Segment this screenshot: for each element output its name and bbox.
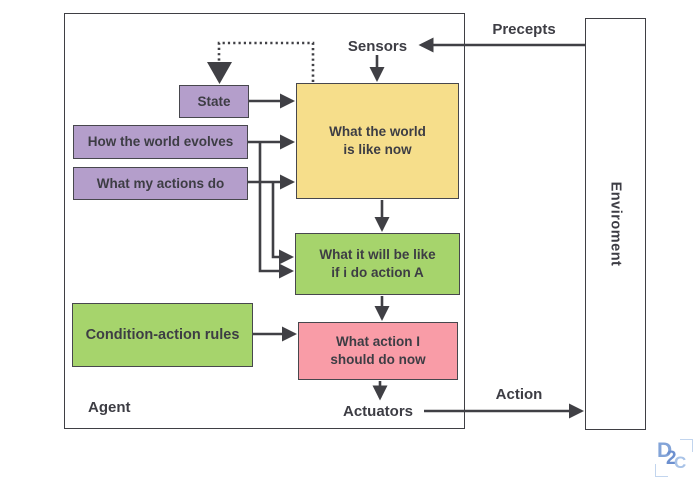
precepts-label: Precepts: [492, 21, 556, 38]
logo-letter-2: 2: [666, 448, 677, 469]
agent-label: Agent: [88, 399, 131, 416]
sensors-label: Sensors: [347, 38, 408, 55]
node-world-now: What the world is like now: [296, 83, 459, 199]
node-what-my-actions-do: What my actions do: [73, 167, 248, 200]
logo-letter-c: C: [674, 453, 687, 472]
node-condition-action-rules: Condition-action rules: [72, 303, 253, 367]
logo-corner-icon: [680, 439, 693, 452]
node-future-state: What it will be like if i do action A: [295, 233, 460, 295]
node-action-choice: What action I should do now: [298, 322, 458, 380]
d2c-logo: D 2 C: [654, 438, 694, 478]
node-how-world-evolves: How the world evolves: [73, 125, 248, 159]
environment-label: Enviroment: [607, 181, 624, 267]
node-state: State: [179, 85, 249, 118]
actuators-label: Actuators: [342, 403, 413, 420]
action-label: Action: [495, 386, 543, 403]
logo-corner-icon: [655, 464, 668, 477]
environment-box: Enviroment: [585, 18, 646, 430]
logo-letter-d: D: [657, 439, 673, 462]
